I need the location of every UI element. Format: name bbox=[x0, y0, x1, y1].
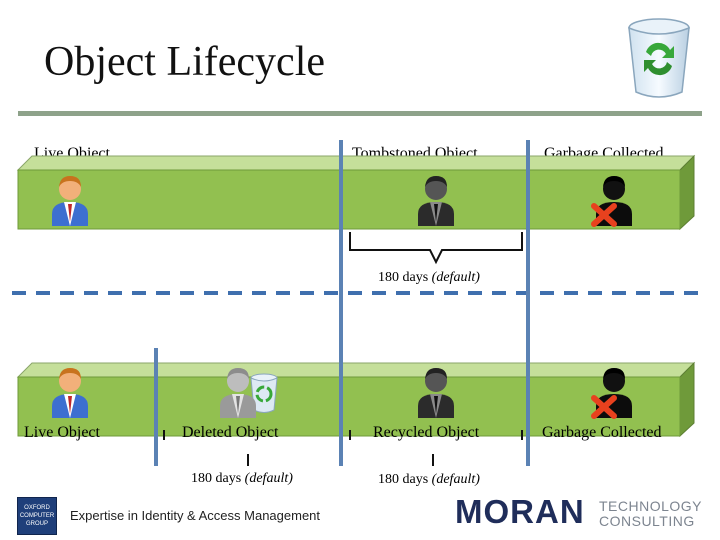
logo-line-2: COMPUTER bbox=[19, 513, 55, 519]
oxford-computer-group-logo: OXFORD COMPUTER GROUP bbox=[17, 497, 57, 535]
recycle-bin-icon bbox=[628, 18, 690, 98]
tombstoned-user-icon bbox=[418, 176, 454, 226]
page-title: Object Lifecycle bbox=[44, 39, 325, 85]
moran-logo-sub-1: TECHNOLOGY bbox=[599, 498, 703, 514]
top-interval-label: 180 days (default) bbox=[378, 270, 480, 285]
title-rule bbox=[18, 111, 702, 116]
footer-tagline: Expertise in Identity & Access Managemen… bbox=[70, 508, 321, 523]
logo-line-3: GROUP bbox=[25, 521, 48, 527]
moran-logo-main: MORAN bbox=[455, 493, 585, 530]
bottom-label-deleted-object: Deleted Object bbox=[182, 424, 279, 441]
bottom-label-live-object: Live Object bbox=[24, 424, 100, 441]
recycled-user-icon bbox=[418, 368, 454, 418]
bottom-label-garbage-collected: Garbage Collected bbox=[542, 424, 662, 441]
moran-logo-sub-2: CONSULTING bbox=[599, 513, 695, 529]
live-user-icon bbox=[52, 176, 88, 226]
live-user-icon-bottom bbox=[52, 368, 88, 418]
bottom-interval-2-label: 180 days (default) bbox=[378, 472, 480, 487]
recycle-bin-small-icon bbox=[250, 373, 278, 413]
garbage-collected-user-icon-bottom bbox=[591, 368, 632, 419]
garbage-collected-user-icon bbox=[591, 176, 632, 227]
logo-line-1: OXFORD bbox=[24, 505, 50, 511]
deleted-user-icon bbox=[220, 368, 278, 418]
bottom-label-recycled-object: Recycled Object bbox=[373, 424, 480, 441]
bottom-interval-1-label: 180 days (default) bbox=[191, 471, 293, 486]
